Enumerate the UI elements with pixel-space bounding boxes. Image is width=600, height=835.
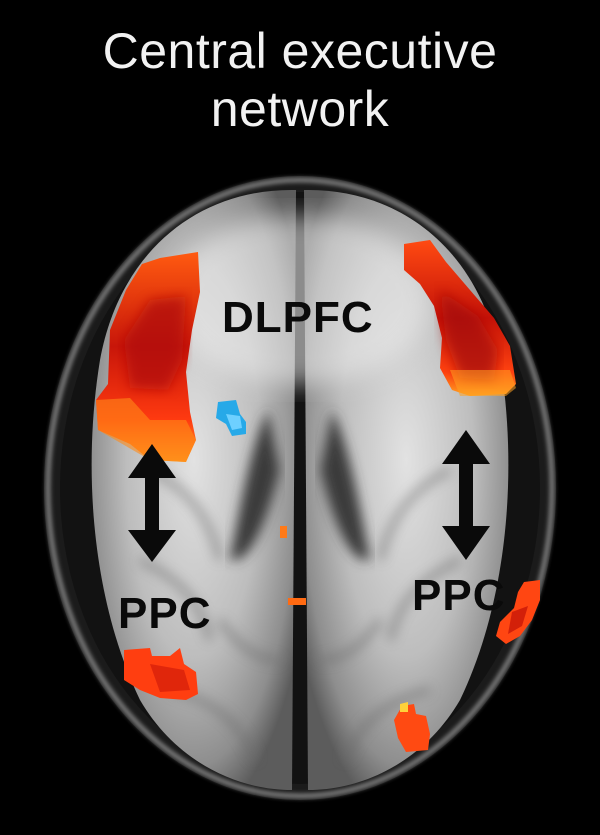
right-double-arrow <box>442 430 490 560</box>
activation-dlpfc-left <box>96 252 200 462</box>
left-double-arrow <box>128 444 176 562</box>
activation-dlpfc-right <box>404 240 516 396</box>
title-line-1: Central executive <box>102 23 498 79</box>
label-dlpfc: DLPFC <box>222 293 374 342</box>
activation-negative-blob <box>216 400 246 436</box>
activation-small-foci <box>280 526 306 605</box>
label-ppc-right: PPC <box>412 571 506 620</box>
figure-title: Central executive network <box>0 22 600 138</box>
title-line-2: network <box>210 81 390 137</box>
activation-ppc-left <box>124 648 198 700</box>
axial-brain-scan <box>44 176 556 800</box>
activation-posterior <box>394 702 430 752</box>
label-ppc-left: PPC <box>118 589 212 638</box>
activation-ppc-right <box>496 580 540 644</box>
